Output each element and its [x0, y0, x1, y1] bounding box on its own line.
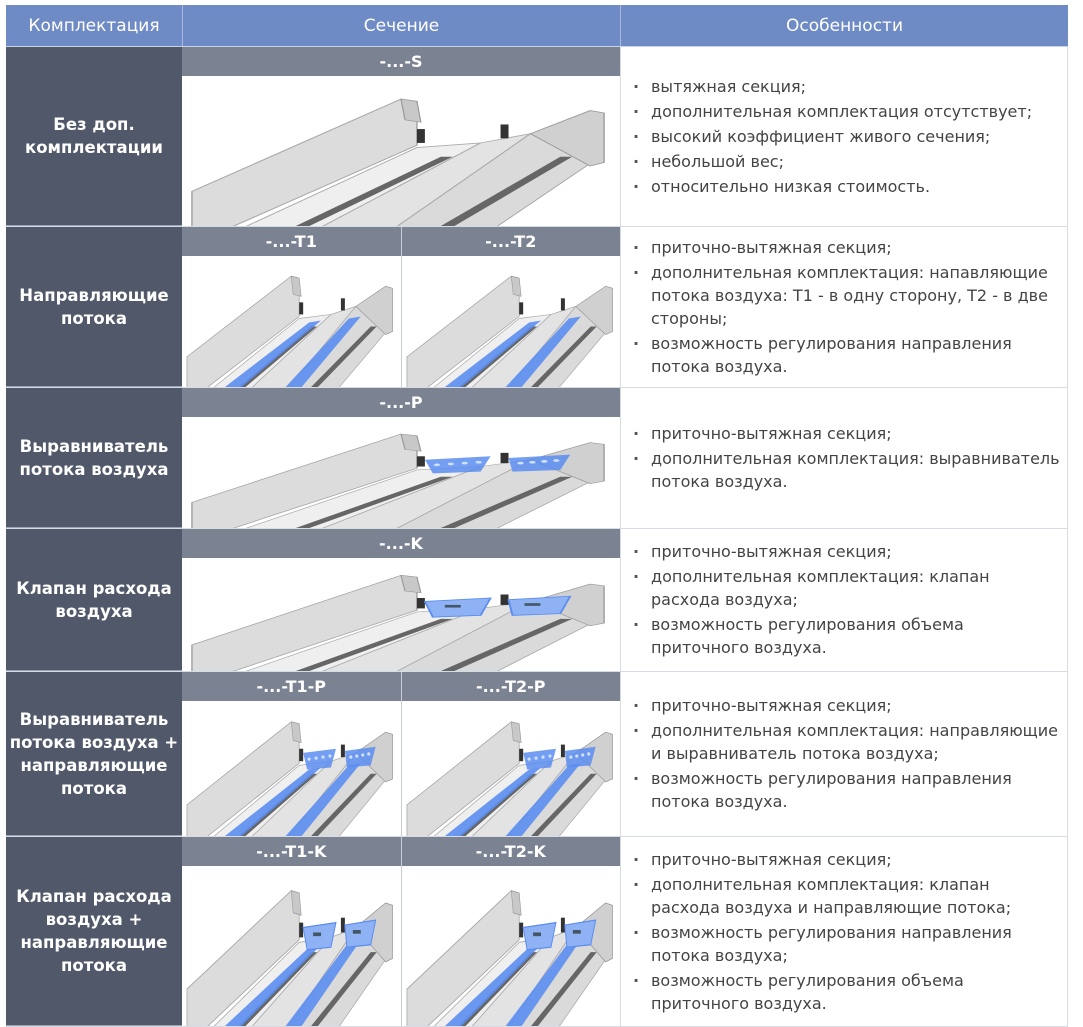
- section-variant: -...-T1-P: [182, 672, 401, 836]
- feature-item: приточно-вытяжная секция;: [633, 422, 1061, 445]
- header-features: Особенности: [786, 15, 903, 36]
- features-cell: вытяжная секция;дополнительная комплекта…: [620, 47, 1068, 226]
- feature-item: небольшой вес;: [633, 150, 1061, 173]
- profile-image: [401, 701, 620, 836]
- section-variant: -...-T1: [182, 227, 401, 387]
- config-label: Выравниватель потока воздуха: [6, 388, 182, 528]
- feature-item: относительно низкая стоимость.: [633, 175, 1061, 198]
- feature-item: дополнительная комплектация отсутствует;: [633, 100, 1061, 123]
- features-cell: приточно-вытяжная секция;дополнительная …: [620, 837, 1068, 1026]
- table-row: Клапан расхода воздуха-...-K приточно-выт…: [6, 529, 1068, 672]
- profile-image: [182, 866, 401, 1026]
- section-variant: -...-P: [182, 388, 620, 528]
- config-label: Без доп. комплектации: [6, 47, 182, 226]
- header-section: Сечение: [183, 5, 621, 46]
- section-code: -...-T2: [401, 227, 620, 256]
- section-variant: -...-T1-K: [182, 837, 401, 1026]
- section-variant: -...-K: [182, 529, 620, 671]
- features-list: приточно-вытяжная секция;дополнительная …: [633, 847, 1061, 1017]
- features-cell: приточно-вытяжная секция;дополнительная …: [620, 529, 1068, 671]
- section-code: -...-T1-P: [182, 672, 401, 701]
- features-list: приточно-вытяжная секция;дополнительная …: [633, 235, 1061, 380]
- feature-item: возможность регулирования направления по…: [633, 332, 1061, 378]
- profile-image: [401, 866, 620, 1026]
- features-list: вытяжная секция;дополнительная комплекта…: [633, 74, 1061, 200]
- section-code: -...-T1-K: [182, 837, 401, 866]
- profile-image: [182, 417, 620, 528]
- features-list: приточно-вытяжная секция;дополнительная …: [633, 693, 1061, 815]
- config-label: Клапан расхода воздуха: [6, 529, 182, 671]
- config-label: Направляющие потока: [6, 227, 182, 387]
- table-row: Выравниватель потока воздуха-...-P приточ…: [6, 388, 1068, 529]
- config-label: Клапан расхода воздуха + направляющие по…: [6, 837, 182, 1026]
- feature-item: приточно-вытяжная секция;: [633, 540, 1061, 563]
- features-list: приточно-вытяжная секция;дополнительная …: [633, 421, 1061, 495]
- table-row: Без доп. комплектации-...-S вытяжная секц…: [6, 47, 1068, 227]
- feature-item: вытяжная секция;: [633, 75, 1061, 98]
- feature-item: высокий коэффициент живого сечения;: [633, 125, 1061, 148]
- features-cell: приточно-вытяжная секция;дополнительная …: [620, 672, 1068, 836]
- feature-item: приточно-вытяжная секция;: [633, 236, 1061, 259]
- configuration-table: Комплектация Сечение Особенности Без доп…: [6, 5, 1068, 1027]
- section-cell: -...-T1-K-...-T2-K: [182, 837, 620, 1026]
- feature-item: приточно-вытяжная секция;: [633, 694, 1061, 717]
- section-cell: -...-T1-P-...-T2-P: [182, 672, 620, 836]
- section-variant: -...-T2: [400, 227, 620, 387]
- profile-image: [182, 76, 620, 226]
- section-cell: -...-P: [182, 388, 620, 528]
- header-config: Комплектация: [6, 5, 183, 46]
- table-body: Без доп. комплектации-...-S вытяжная секц…: [6, 47, 1068, 1027]
- feature-item: возможность регулирования направления по…: [633, 767, 1061, 813]
- section-variant: -...-T2-P: [400, 672, 620, 836]
- section-variant: -...-T2-K: [400, 837, 620, 1026]
- profile-image: [182, 558, 620, 671]
- section-code: -...-T2-K: [401, 837, 620, 866]
- section-code: -...-P: [182, 388, 620, 417]
- table-row: Выравниватель потока воздуха + направляю…: [6, 672, 1068, 837]
- feature-item: возможность регулирования направления по…: [633, 921, 1061, 967]
- features-cell: приточно-вытяжная секция;дополнительная …: [620, 388, 1068, 528]
- section-cell: -...-S: [182, 47, 620, 226]
- table-row: Направляющие потока-...-T1-...-T2приточн…: [6, 227, 1068, 388]
- config-label: Выравниватель потока воздуха + направляю…: [6, 672, 182, 836]
- feature-item: дополнительная комплектация: клапан расх…: [633, 565, 1061, 611]
- feature-item: дополнительная комплектация: направляющи…: [633, 719, 1061, 765]
- feature-item: дополнительная комплектация: клапан расх…: [633, 873, 1061, 919]
- features-list: приточно-вытяжная секция;дополнительная …: [633, 539, 1061, 661]
- feature-item: возможность регулирования объема приточн…: [633, 613, 1061, 659]
- profile-image: [401, 256, 620, 387]
- feature-item: возможность регулирования объема приточн…: [633, 969, 1061, 1015]
- section-code: -...-S: [182, 47, 620, 76]
- section-code: -...-T2-P: [401, 672, 620, 701]
- table-row: Клапан расхода воздуха + направляющие по…: [6, 837, 1068, 1027]
- profile-image: [182, 256, 401, 387]
- section-variant: -...-S: [182, 47, 620, 226]
- feature-item: дополнительная комплектация: напавляющие…: [633, 261, 1061, 330]
- features-cell: приточно-вытяжная секция;дополнительная …: [620, 227, 1068, 387]
- profile-image: [182, 701, 401, 836]
- section-cell: -...-K: [182, 529, 620, 671]
- section-cell: -...-T1-...-T2: [182, 227, 620, 387]
- table-header: Комплектация Сечение Особенности: [6, 5, 1068, 47]
- section-code: -...-K: [182, 529, 620, 558]
- feature-item: дополнительная комплектация: выравнивате…: [633, 447, 1061, 493]
- feature-item: приточно-вытяжная секция;: [633, 848, 1061, 871]
- section-code: -...-T1: [182, 227, 401, 256]
